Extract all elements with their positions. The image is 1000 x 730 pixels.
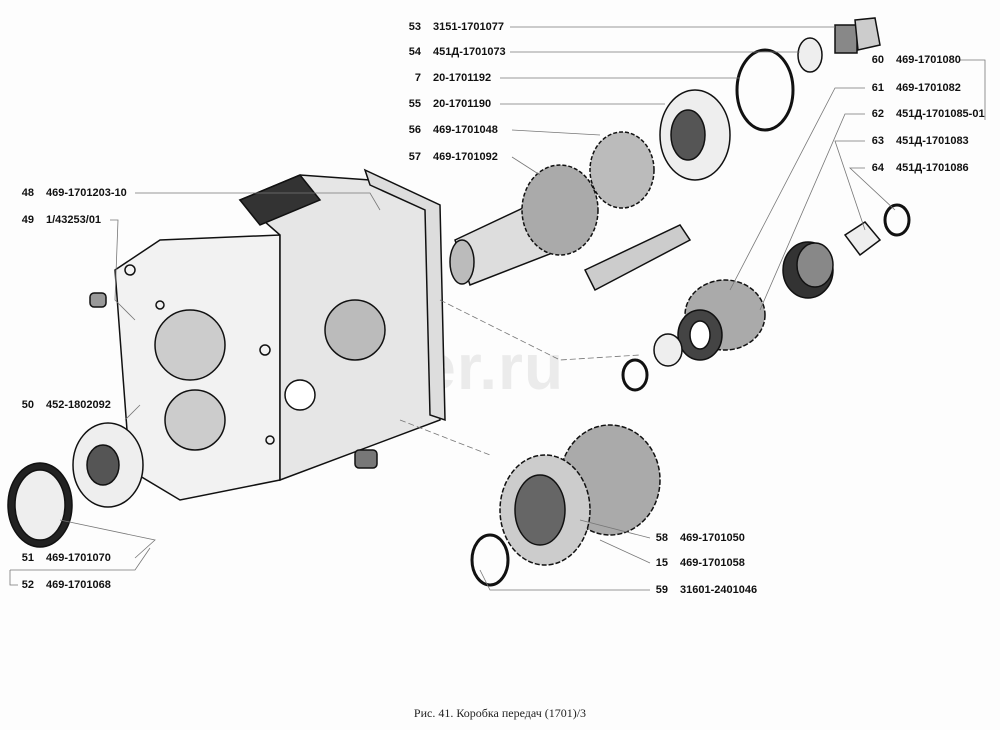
- figure-caption: Рис. 41. Коробка передач (1701)/3: [413, 706, 587, 720]
- part-number: 48: [21, 187, 34, 199]
- part-code: 469-1701070: [46, 552, 111, 564]
- part-code: 469-1701068: [46, 579, 111, 591]
- part-number: 61: [871, 82, 884, 94]
- part-code: 452-1802092: [46, 399, 111, 411]
- axle-57: [583, 224, 692, 292]
- part-code: 469-1701058: [680, 557, 745, 569]
- part-number: 64: [871, 162, 884, 174]
- plug-49: [89, 292, 107, 308]
- label-63: 63 451Д-1701083: [868, 135, 969, 147]
- label-64: 64 451Д-1701086: [868, 162, 969, 174]
- label-59: 59 31601-2401046: [652, 584, 757, 596]
- label-49: 49 1/43253/01: [10, 214, 101, 226]
- part-code: 20-1701192: [433, 72, 492, 84]
- part-number: 60: [871, 54, 884, 66]
- bearing-50: [72, 422, 144, 508]
- snap-ring-63: [621, 358, 649, 392]
- part-number: 50: [21, 399, 34, 411]
- spacer-62: [843, 221, 882, 257]
- gear-61: [677, 279, 766, 361]
- part-number: 51: [21, 552, 34, 564]
- part-number: 55: [408, 98, 421, 110]
- part-code: 469-1701092: [433, 151, 498, 163]
- bearing-55: [659, 89, 731, 181]
- label-15: 15 469-1701058: [652, 557, 745, 569]
- label-50: 50 452-1802092: [10, 399, 111, 411]
- cover-51: [7, 462, 73, 548]
- part-number: 7: [414, 72, 421, 84]
- part-number: 63: [871, 135, 884, 147]
- part-code: 1/43253/01: [46, 214, 102, 226]
- part-code: 469-1701203-10: [46, 187, 127, 199]
- part-code: 469-1701082: [896, 82, 961, 94]
- label-52: 52 469-1701068: [10, 579, 111, 591]
- part-code: 451Д-1701083: [896, 135, 969, 147]
- label-51: 51 469-1701070: [10, 552, 111, 564]
- part-code: 469-1701080: [896, 54, 961, 66]
- gear-58: [499, 424, 661, 566]
- ring-62: [653, 333, 683, 367]
- part-number: 62: [871, 108, 884, 120]
- label-48: 48 469-1701203-10: [10, 187, 127, 199]
- part-code: 451Д-1701085-01: [896, 108, 985, 120]
- plug: [354, 449, 378, 469]
- countershaft-gear-56: [449, 131, 655, 286]
- label-7: 7 20-1701192: [395, 72, 491, 84]
- label-56: 56 469-1701048: [395, 124, 498, 136]
- label-55: 55 20-1701190: [395, 98, 491, 110]
- part-code: 31601-2401046: [680, 584, 758, 596]
- label-61: 61 469-1701082: [868, 82, 961, 94]
- part-number: 15: [655, 557, 668, 569]
- part-code: 451Д-1701086: [896, 162, 969, 174]
- label-54: 54 451Д-1701073: [395, 46, 506, 58]
- snap-ring-7: [735, 48, 795, 132]
- part-code: 451Д-1701073: [433, 46, 506, 58]
- label-57: 57 469-1701092: [395, 151, 498, 163]
- part-code: 469-1701048: [433, 124, 498, 136]
- leader-lines: [9, 26, 986, 591]
- part-number: 57: [408, 151, 421, 163]
- snap-ring-64: [883, 203, 911, 237]
- part-code: 20-1701190: [433, 98, 492, 110]
- part-number: 53: [408, 21, 421, 33]
- snap-ring-59: [470, 533, 510, 587]
- label-53: 53 3151-1701077: [395, 21, 504, 33]
- part-number: 54: [408, 46, 421, 58]
- part-number: 49: [21, 214, 34, 226]
- part-number: 59: [655, 584, 668, 596]
- part-code: 469-1701050: [680, 532, 745, 544]
- label-62: 62 451Д-1701085-01: [868, 108, 985, 120]
- needle-bearing-60: [782, 241, 834, 299]
- label-58: 58 469-1701050: [652, 532, 745, 544]
- plug-53: [834, 17, 881, 54]
- part-code: 3151-1701077: [433, 21, 504, 33]
- part-number: 58: [655, 532, 668, 544]
- label-60: 60 469-1701080: [868, 54, 961, 66]
- gearbox-housing: [114, 168, 446, 501]
- part-number: 56: [408, 124, 421, 136]
- part-number: 52: [21, 579, 34, 591]
- washer-54: [797, 37, 823, 73]
